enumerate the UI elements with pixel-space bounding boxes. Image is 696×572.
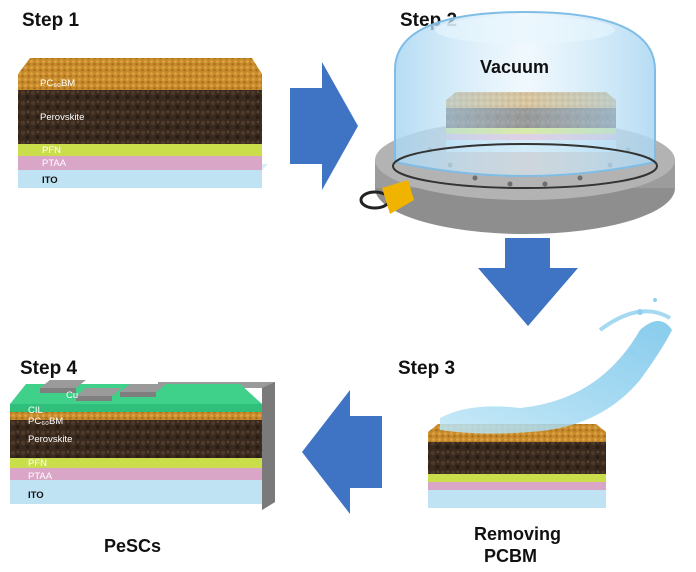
- perovskite-layer: [18, 90, 262, 144]
- bell-jar: [394, 10, 656, 177]
- step1-ito-label: ITO: [42, 175, 58, 186]
- vacuum-label: Vacuum: [480, 57, 549, 77]
- step4-cu-label: Cu: [66, 390, 78, 401]
- step-4-label: Step 4: [20, 358, 77, 379]
- arrow-step2-to-step3: [478, 238, 578, 326]
- arrow-step3-to-step4: [302, 390, 382, 514]
- solvent-splash: [440, 321, 672, 434]
- step-4-device-stack: [10, 380, 275, 510]
- vacuum-chamber: [359, 10, 675, 234]
- step-3-device-stack: [428, 424, 606, 508]
- step1-pcbm-label: PC₆₀BM: [40, 78, 75, 89]
- removing-caption: Removing: [474, 524, 561, 544]
- ito-layer: [18, 170, 262, 188]
- step-1-label: Step 1: [22, 10, 79, 31]
- step1-pfn-label: PFN: [42, 145, 61, 156]
- step4-ptaa-label: PTAA: [28, 471, 53, 482]
- step4-pfn-label: PFN: [28, 458, 47, 469]
- valve-icon: [382, 180, 414, 214]
- step-3-label: Step 3: [398, 358, 455, 379]
- step1-perovskite-label: Perovskite: [40, 112, 84, 123]
- cu-contacts: [40, 380, 166, 401]
- step1-ptaa-label: PTAA: [42, 158, 67, 169]
- pfn-layer: [18, 144, 262, 156]
- ptaa-layer: [18, 156, 262, 170]
- step4-cil-label: CIL: [28, 405, 43, 416]
- step4-perovskite-label: Perovskite: [28, 434, 72, 445]
- pcbm-caption: PCBM: [484, 546, 537, 566]
- step4-ito-label: ITO: [28, 490, 44, 501]
- cil-layer: [10, 404, 262, 412]
- step4-pcbm-label: PC₆₀BM: [28, 416, 63, 427]
- pescs-caption: PeSCs: [104, 536, 161, 556]
- step-1-device-stack: [18, 58, 268, 188]
- arrow-step1-to-step2: [290, 62, 358, 190]
- pcbm-layer: [18, 74, 262, 90]
